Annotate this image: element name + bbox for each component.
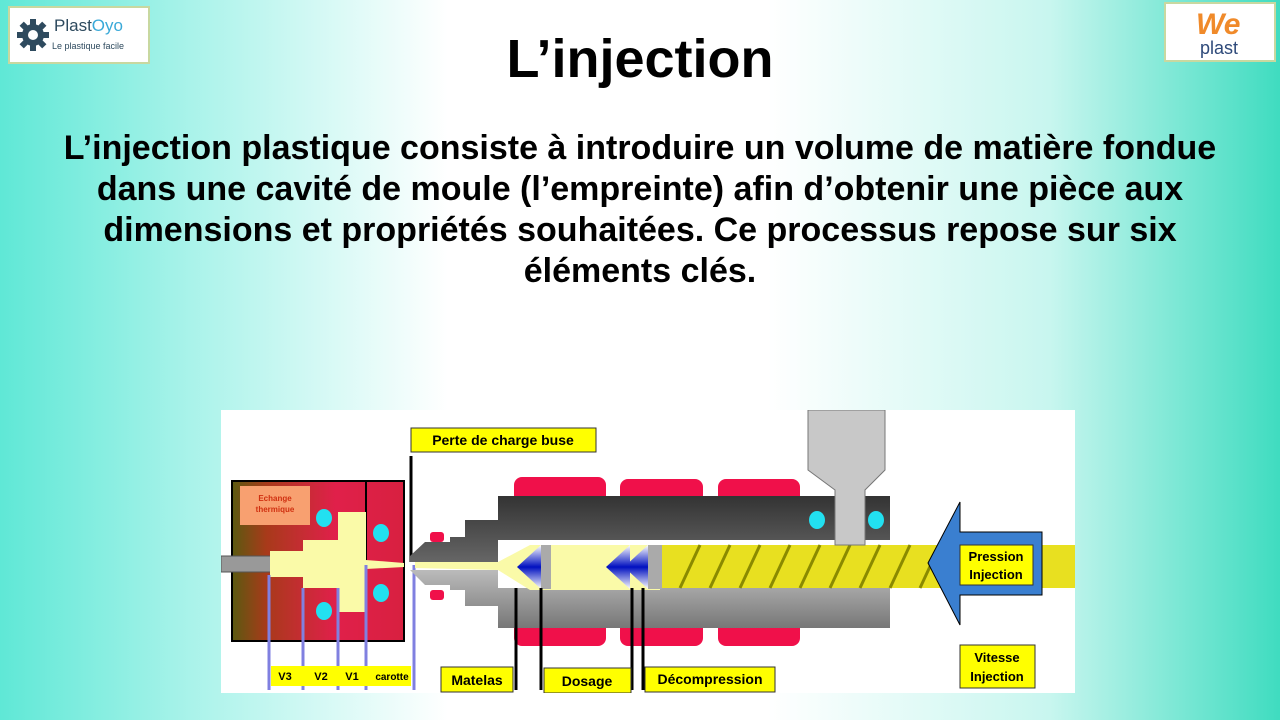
page-title: L’injection [506, 29, 774, 89]
pression-label: Pression [969, 549, 1024, 564]
plastoyo-logo: PlastOyo Le plastique facile [8, 6, 150, 64]
zone-v2: V2 [314, 671, 327, 683]
plastoyo-name: PlastOyo [54, 16, 123, 35]
dosage-label: Dosage [562, 673, 613, 689]
cooling-channels [316, 509, 389, 620]
injection-diagram: Echange thermique V3 V2 V1 carotte Perte… [221, 410, 1075, 693]
vitesse-label: Vitesse [974, 650, 1019, 665]
zone-carotte: carotte [375, 672, 409, 683]
hopper [807, 410, 886, 546]
mould: Echange thermique [221, 480, 405, 642]
zone-v1: V1 [345, 671, 358, 683]
thermique-label: thermique [256, 505, 295, 514]
matelas-label: Matelas [451, 672, 503, 688]
decompression-label: Décompression [657, 671, 762, 687]
vitesse-injection-label: Injection [970, 669, 1024, 684]
plastoyo-tagline: Le plastique facile [52, 41, 125, 51]
zone-v3: V3 [278, 671, 291, 683]
gear-icon [17, 19, 49, 51]
intro-text: L’injection plastique consiste à introdu… [63, 129, 1217, 290]
echange-label: Echange [258, 494, 292, 503]
perte-charge-label: Perte de charge buse [432, 432, 574, 448]
we-mark: We [1196, 8, 1241, 41]
weplast-name: plast [1200, 38, 1239, 58]
pression-injection-label: Injection [969, 567, 1023, 582]
weplast-logo: We plast [1164, 2, 1276, 62]
